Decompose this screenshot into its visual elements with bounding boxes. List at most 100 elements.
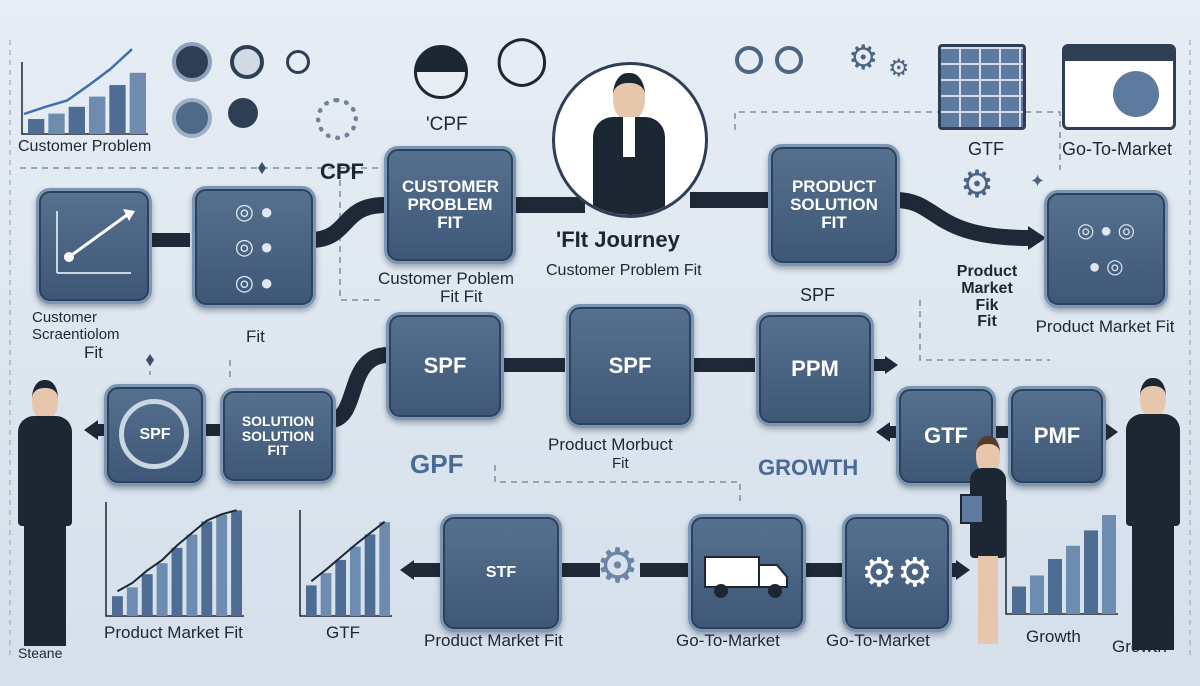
label-product-morbuct-fit: Fit (612, 455, 629, 472)
lock-circle-icon (228, 98, 258, 128)
label-go-to-market-bottom-1: Go-To-Market (676, 631, 780, 650)
businessman-portrait (552, 62, 708, 218)
label-fit-mid: Fit (246, 327, 265, 346)
label-fit-journey: 'FIt Journey (556, 227, 680, 252)
spreadsheet-icon (938, 44, 1026, 130)
chart-bar (335, 559, 346, 616)
chart-bar (171, 547, 183, 616)
chart-bar (1102, 515, 1116, 614)
truck-icon (704, 556, 788, 598)
ring-icon (119, 399, 189, 469)
label-spf: SPF (800, 285, 836, 305)
chart-bar (1048, 559, 1062, 614)
chart-bar (109, 85, 126, 134)
trend-line (116, 509, 237, 593)
arrowhead (885, 356, 898, 374)
label-go-to-market-top: Go-To-Market (1062, 139, 1173, 159)
chart-axis (105, 502, 244, 617)
person-head (976, 436, 1000, 474)
box-stf[interactable]: STF (440, 514, 562, 632)
gear-outline-icon: ⚙ (960, 164, 995, 206)
chart-bar (231, 510, 242, 616)
sparkle-icon: ✦ (1030, 171, 1046, 191)
badge-icon (775, 46, 803, 74)
chart-bar (48, 113, 65, 134)
bar-chart-bottom-left (104, 500, 244, 618)
chart-bar (186, 534, 198, 616)
label-gtf-bottom: GTF (326, 623, 360, 642)
box-spf-center[interactable]: SPF (566, 304, 694, 428)
box-product-solution-fit[interactable]: Product Solution Fit (768, 144, 900, 266)
arrowhead (1104, 422, 1118, 442)
chart-bar (129, 72, 146, 134)
gears-icon: ⚙ (848, 39, 879, 77)
arrowhead (1028, 226, 1046, 250)
chart-axis (1005, 500, 1118, 615)
box-chart-left[interactable] (36, 188, 152, 304)
chart-svg (1005, 500, 1118, 615)
growth-chart-top-left (20, 36, 148, 136)
label-cpf: CPF (320, 159, 364, 184)
arrowhead (400, 560, 414, 580)
box-label: SPF (423, 353, 467, 379)
flow-ribbon (894, 192, 1031, 246)
calendar-circle (1113, 71, 1159, 117)
label-product-market-fit-bottom-2: Product Market Fit (424, 631, 563, 650)
tablet-icon (960, 494, 984, 524)
box-label: STF (485, 563, 517, 581)
refresh-icon (316, 98, 358, 140)
box-solution-fit[interactable]: Solution Solution Fit (220, 388, 336, 484)
chart-svg (299, 510, 392, 617)
box-customer-problem-fit[interactable]: Customer Problem Fit (384, 146, 516, 264)
label-customer-poblem: Customer Poblem (378, 269, 515, 288)
chart-bar (1066, 545, 1080, 614)
box-spf-left[interactable]: SPF (104, 384, 206, 486)
label-product-market-fit-bottom-1: Product Market Fit (104, 623, 243, 642)
stack-line: Fit (977, 313, 997, 331)
pie-chart-icon (414, 45, 468, 99)
label-product-market-fit-right: Product Market Fit (1035, 317, 1175, 336)
box-gears[interactable]: ⚙⚙ (842, 514, 952, 632)
process-icon: ◎ ● ◎● ◎ (1076, 220, 1136, 278)
label-growth-mid: GROWTH (758, 455, 859, 480)
box-slider-icons[interactable]: ◎ ●◎ ●◎ ● (192, 186, 316, 308)
label-product-market-fit-stack: Product Market Fik Fit (942, 263, 1032, 331)
chart-svg (23, 48, 133, 116)
chart-bar (112, 596, 123, 616)
chart-bar (350, 546, 361, 616)
label-gpf: GPF (410, 449, 464, 479)
flow-ribbon (328, 347, 389, 428)
stack-line: Product (956, 263, 1018, 280)
pie-chart-icon (172, 42, 212, 82)
label-steane: Steane (18, 645, 63, 661)
chart-bar (1084, 530, 1098, 614)
badge-icon (735, 46, 763, 74)
label-customer-problem: Customer Problem (18, 138, 152, 155)
box-spf-mid[interactable]: SPF (386, 312, 504, 420)
box-delivery-truck[interactable] (688, 514, 806, 632)
arrowhead (956, 560, 970, 580)
box-label: PMF (1033, 423, 1081, 449)
box-ppm[interactable]: PPM (756, 312, 874, 426)
stack-line: Fik (975, 296, 999, 314)
chart-bar (1030, 575, 1044, 614)
bullseye-icon (286, 50, 310, 74)
chart-bar (89, 96, 106, 134)
bar-chart-bottom-right (1004, 498, 1118, 616)
box-pmf[interactable]: PMF (1008, 386, 1106, 486)
dashed-connector (919, 300, 1050, 361)
calendar-header (1065, 47, 1173, 61)
box-label: SPF (608, 353, 652, 379)
person-body (1126, 414, 1180, 526)
label-customer-problem-fit-center: Customer Problem Fit (546, 262, 702, 279)
box-label: PPM (791, 356, 839, 382)
person-head (613, 73, 645, 121)
businessman-figure-right (1118, 378, 1188, 656)
label-cpf-small: 'CPF (426, 114, 468, 135)
chart-axis (21, 62, 148, 135)
chart-svg (105, 502, 244, 617)
label-gtf-top: GTF (968, 139, 1004, 159)
box-process-icons[interactable]: ◎ ● ◎● ◎ (1044, 190, 1168, 308)
person-body (18, 416, 72, 526)
chart-svg (21, 62, 148, 135)
